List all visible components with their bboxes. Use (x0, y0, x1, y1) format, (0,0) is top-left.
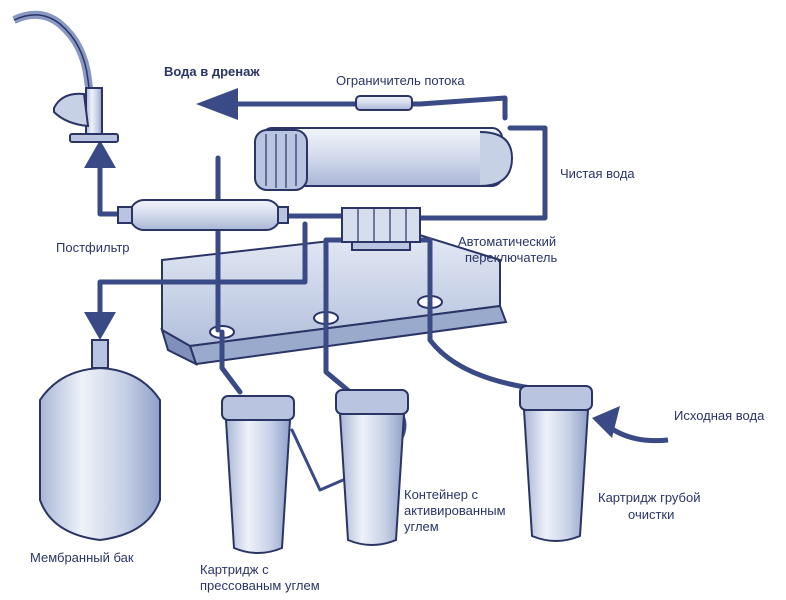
auto-switch-label-line1: Автоматический (458, 234, 557, 249)
tank-arrow (84, 312, 116, 340)
activated-carbon-container (335, 389, 409, 546)
coarse-filter-label-line1: Картридж грубой (598, 490, 701, 505)
coarse-filter-cartridge (519, 385, 593, 542)
source-water-label: Исходная вода (674, 408, 765, 423)
faucet-arrow (84, 140, 116, 168)
faucet-icon (12, 10, 119, 143)
auto-switch-label-line2: переключатель (465, 250, 558, 265)
coarse-filter-label-line2: очистки (628, 507, 675, 522)
mounting-bracket (160, 230, 508, 366)
pressed-carbon-cartridge (221, 395, 295, 554)
pressed-carbon-label-line2: прессованым углем (200, 578, 320, 593)
membrane-housing (254, 127, 514, 191)
membrane-tank (39, 339, 161, 542)
post-filter (117, 199, 289, 231)
activated-carbon-label-line1: Контейнер с (404, 487, 479, 502)
drain-arrow (196, 88, 238, 120)
flow-limiter-label: Ограничитель потока (336, 73, 465, 88)
drain-label: Вода в дренаж (164, 64, 260, 79)
activated-carbon-label-line3: углем (404, 519, 439, 534)
flow-limiter (355, 95, 413, 111)
postfilter-label: Постфильтр (56, 240, 130, 255)
pressed-carbon-label-line1: Картридж с (200, 562, 269, 577)
membrane-tank-label: Мембранный бак (30, 550, 134, 565)
source-line (603, 422, 669, 444)
clean-water-label: Чистая вода (560, 166, 635, 181)
activated-carbon-label-line2: активированным (404, 503, 506, 518)
automatic-switch (341, 207, 421, 251)
